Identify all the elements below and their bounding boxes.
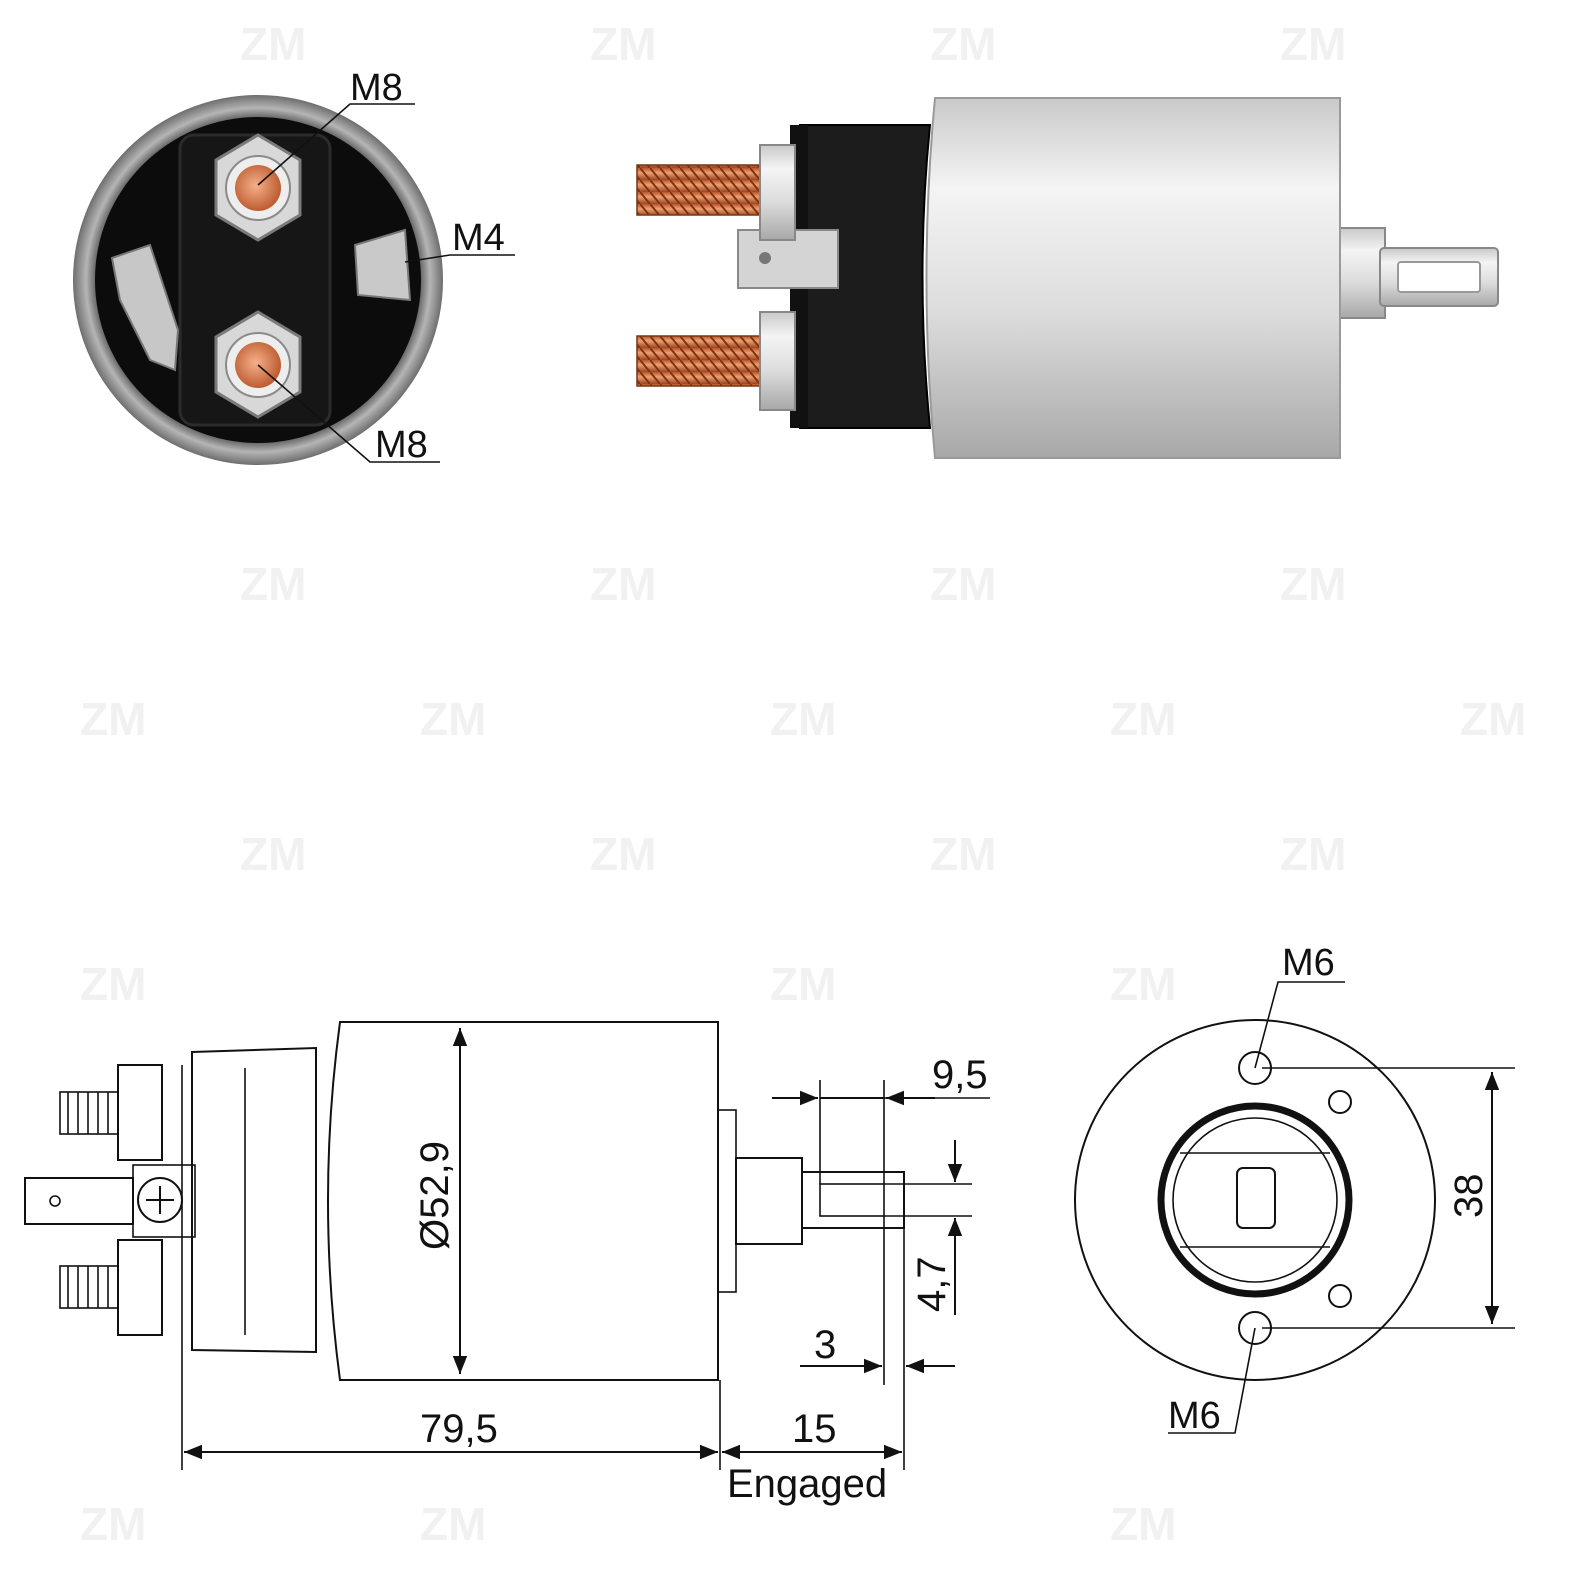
spade-hole-outline <box>49 1195 61 1207</box>
top-nut <box>759 144 796 241</box>
watermark: ZM <box>240 18 306 70</box>
watermark: ZM <box>1280 828 1346 880</box>
dim-hole-spacing: 38 <box>1447 1174 1491 1219</box>
watermark: ZM <box>80 1498 146 1550</box>
label-top-thread: M6 <box>1282 942 1335 984</box>
watermark: ZM <box>420 693 486 745</box>
plunger-slot <box>1236 1167 1276 1229</box>
bottom-stud <box>214 310 302 419</box>
watermark: ZM <box>930 18 996 70</box>
flange-technical-drawing: 38 M6 M6 <box>1074 942 1515 1437</box>
solenoid-body <box>925 97 1341 459</box>
leader-line <box>404 254 515 263</box>
bore-ring <box>1157 1102 1353 1298</box>
cap-outline <box>191 1046 317 1354</box>
label-bottom-thread: M6 <box>1168 1395 1221 1437</box>
top-threaded-stud <box>636 164 763 216</box>
top-stud <box>214 133 302 242</box>
watermark: ZM <box>80 958 146 1010</box>
bore-inner <box>1172 1117 1338 1283</box>
leader-line <box>257 103 415 186</box>
bottom-nut <box>759 311 796 411</box>
connector-strap <box>110 243 180 372</box>
watermark: ZM <box>930 828 996 880</box>
top-nut-outline <box>117 1064 163 1161</box>
watermark: ZM <box>240 558 306 610</box>
watermark: ZM <box>590 828 656 880</box>
solenoid-side-photo <box>636 97 1499 459</box>
watermark: ZM <box>1110 1498 1176 1550</box>
spade-outline <box>24 1177 134 1225</box>
tip-slot <box>819 1183 885 1217</box>
plunger-tip-outline <box>801 1171 905 1229</box>
watermark: ZM <box>80 693 146 745</box>
watermark: ZM <box>770 693 836 745</box>
plunger-outline <box>735 1157 803 1245</box>
watermark: ZM <box>930 558 996 610</box>
watermark: ZM <box>1110 958 1176 1010</box>
top-thread-outline <box>59 1091 119 1135</box>
dim-stroke-note: Engaged <box>727 1462 887 1506</box>
watermark: ZM <box>590 558 656 610</box>
plunger-shaft <box>1339 227 1386 319</box>
watermark: ZM <box>1110 693 1176 745</box>
watermark: ZM <box>770 958 836 1010</box>
dim-total-length: 79,5 <box>420 1407 498 1451</box>
label-top-stud: M8 <box>350 67 403 109</box>
small-terminal <box>353 228 412 302</box>
black-cap <box>799 124 932 429</box>
watermark: ZM <box>420 1498 486 1550</box>
leader-line <box>1254 981 1345 1069</box>
bottom-thread-outline <box>59 1265 119 1309</box>
watermark: ZM <box>1280 18 1346 70</box>
dim-slot-offset: 3 <box>814 1323 836 1367</box>
watermark: ZM <box>240 828 306 880</box>
dim-stroke: 15 <box>792 1407 837 1451</box>
bottom-threaded-stud <box>636 335 763 387</box>
watermark-layer: ZM ZM ZM ZM ZM ZM ZM ZM ZM ZM ZM ZM ZM Z… <box>80 18 1526 1550</box>
watermark: ZM <box>1460 693 1526 745</box>
dim-diameter: Ø52,9 <box>413 1141 457 1250</box>
leader-line <box>257 364 440 463</box>
screw-head <box>137 1177 183 1223</box>
dim-slot-width: 4,7 <box>910 1256 954 1312</box>
dim-slot-length: 9,5 <box>932 1053 988 1097</box>
label-bottom-stud: M8 <box>375 424 428 466</box>
boss <box>717 1109 737 1293</box>
screw-block <box>132 1164 196 1238</box>
label-small-terminal: M4 <box>452 217 505 259</box>
body-outline <box>327 1021 719 1381</box>
watermark: ZM <box>590 18 656 70</box>
solenoid-front-photo: M8 M4 M8 <box>73 67 515 466</box>
eyelet-slot <box>1397 261 1481 293</box>
spade-hole <box>759 252 771 264</box>
flange-outline <box>1074 1019 1436 1381</box>
watermark: ZM <box>1280 558 1346 610</box>
side-technical-drawing: Ø52,9 79,5 15 Engaged 9,5 4,7 3 <box>24 1021 990 1506</box>
bottom-nut-outline <box>117 1239 163 1336</box>
small-hole <box>1328 1090 1352 1114</box>
leader-line <box>1168 1327 1256 1434</box>
small-hole <box>1328 1284 1352 1308</box>
